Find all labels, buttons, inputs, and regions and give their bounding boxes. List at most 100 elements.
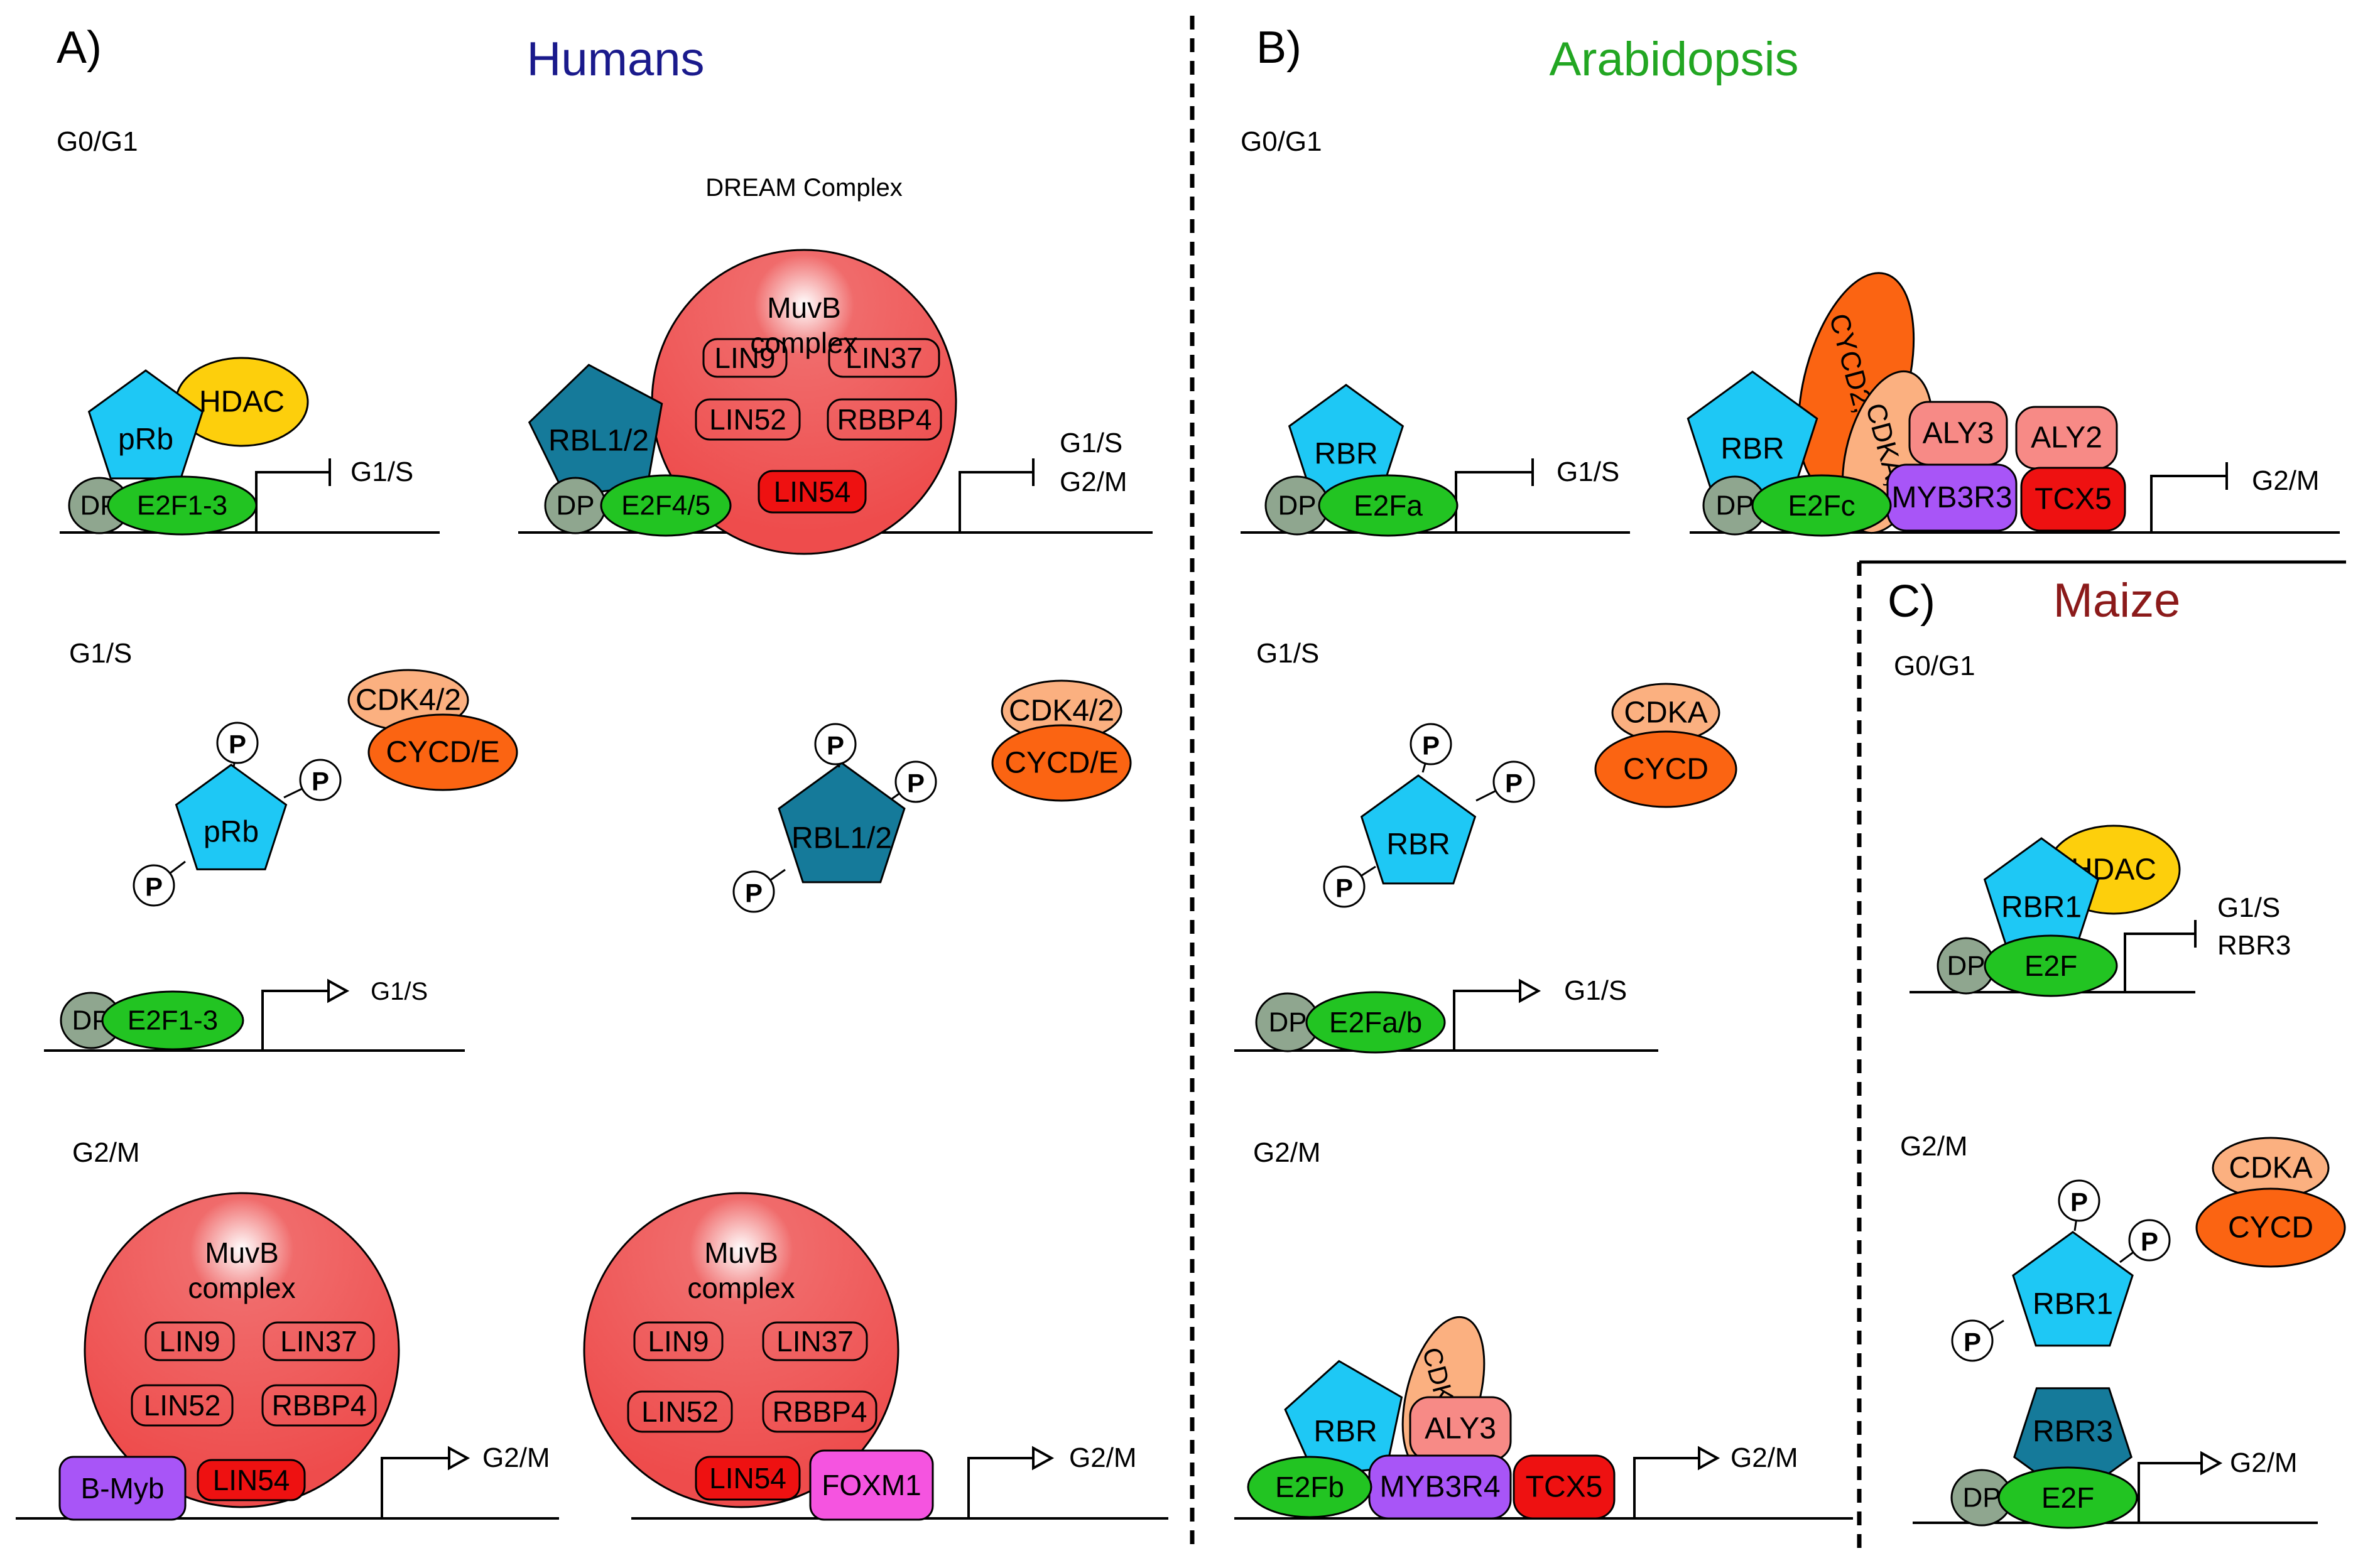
stage-label: G0/G1 (57, 126, 138, 157)
muvb-subunit: LIN52 (627, 1390, 733, 1433)
protein-label: LIN37 (776, 1325, 854, 1358)
phosphate-label: P (1964, 1327, 1981, 1357)
rbr1-protein: RBR1 (2012, 1231, 2134, 1347)
protein-label: LIN54 (774, 475, 851, 508)
protein-label: LIN54 (709, 1462, 786, 1495)
muvb-title: complex (188, 1272, 295, 1304)
cdka-protein: CDKA (1611, 683, 1720, 743)
phosphate-group: P (2058, 1179, 2100, 1231)
tcx5-protein: TCX5 (1513, 1454, 1616, 1520)
protein-label: RBBP4 (837, 403, 932, 436)
phosphate-label: P (2070, 1187, 2088, 1217)
protein-label: ALY2 (2031, 421, 2102, 455)
bmyb-protein: B-Myb (58, 1456, 187, 1521)
phosphate-group: P (1475, 760, 1535, 803)
target-label: G1/S (1060, 428, 1122, 458)
muvb-subunit: LIN37 (762, 1321, 868, 1361)
protein-label: LIN52 (641, 1395, 719, 1428)
e2f-protein: E2F1-3 (107, 475, 258, 536)
protein-label: FOXM1 (822, 1469, 921, 1501)
e2f-protein: E2F (1997, 1466, 2138, 1529)
protein-label: ALY3 (1923, 417, 1994, 450)
panel-a-title: Humans (527, 33, 705, 86)
dp-protein: DP (544, 477, 607, 534)
protein-label: LIN52 (709, 403, 786, 436)
rbr-protein: RBR (1360, 774, 1477, 885)
phosphate-label: P (2141, 1227, 2158, 1257)
phosphate-label: P (312, 767, 329, 796)
target-label: G1/S (1557, 457, 1619, 487)
muvb-subunit: LIN52 (131, 1384, 234, 1427)
protein-label: HDAC (199, 386, 285, 419)
muvb-subunit: LIN9 (633, 1321, 724, 1361)
protein-label: E2F4/5 (621, 490, 710, 521)
dp-protein: DP (1702, 475, 1768, 536)
e2f-protein: E2Fc (1751, 474, 1892, 537)
phosphate-label: P (1422, 731, 1440, 760)
dp-protein: DP (1937, 937, 1996, 995)
phosphate-group: P (1951, 1319, 2004, 1362)
e2f-protein: E2F4/5 (600, 474, 732, 537)
muvb-subunit: RBBP4 (827, 398, 942, 441)
phosphate-label: P (745, 879, 763, 908)
protein-label: CDK4/2 (1009, 695, 1114, 728)
protein-label: B-Myb (81, 1472, 165, 1505)
stage-label: G2/M (1253, 1137, 1321, 1168)
phosphate-label: P (229, 730, 246, 759)
phosphate-label: P (145, 872, 163, 902)
tcx5-protein: TCX5 (2020, 467, 2126, 532)
protein-label: DP (1278, 490, 1316, 521)
dp-protein: DP (1950, 1469, 2013, 1527)
e2f-protein: E2F (1984, 934, 2118, 997)
muvb-subunit: LIN52 (695, 398, 801, 441)
target-label: G2/M (2252, 465, 2320, 496)
phosphate-label: P (827, 731, 844, 760)
protein-label: DP (556, 490, 594, 521)
protein-label: E2F1-3 (128, 1005, 218, 1036)
protein-label: RBR (1313, 1415, 1377, 1449)
e2f-protein: E2Fb (1247, 1456, 1372, 1518)
cycd-protein: CYCD/E (367, 713, 518, 791)
protein-label: CYCD/E (1004, 747, 1118, 780)
muvb-title: complex (750, 327, 857, 359)
protein-label: DP (1947, 951, 1985, 981)
target-label: G1/S (371, 978, 428, 1005)
protein-label: CDK4/2 (356, 684, 461, 717)
aly3-protein: ALY3 (1908, 401, 2008, 466)
panel-c-letter: C) (1888, 576, 1935, 627)
target-label: G2/M (1730, 1442, 1798, 1473)
panel-a-letter: A) (57, 23, 102, 73)
protein-label: LIN9 (714, 342, 775, 374)
protein-label: ALY3 (1425, 1412, 1496, 1446)
dp-protein: DP (60, 992, 122, 1049)
prb-protein: pRb (87, 369, 204, 480)
phosphate-group: P (1323, 865, 1376, 908)
protein-label: RBR1 (2001, 891, 2082, 924)
stage-label: G2/M (1900, 1131, 1968, 1162)
promoter-marks (255, 458, 2228, 1523)
dp-protein: DP (1264, 475, 1330, 536)
prb-protein: pRb (175, 764, 288, 870)
aly2-protein: ALY2 (2015, 406, 2118, 470)
phosphate-group: P (814, 723, 857, 768)
rbr1-protein: RBR1 (1983, 837, 2100, 948)
target-label: G1/S (350, 457, 413, 487)
lin54-subunit: LIN54 (695, 1456, 801, 1501)
myb3r4-protein: MYB3R4 (1368, 1454, 1512, 1520)
panel-b-letter: B) (1256, 23, 1301, 73)
phosphate-group: P (891, 760, 937, 803)
protein-label: pRb (118, 423, 173, 457)
muvb-title: MuvB (704, 1236, 778, 1269)
protein-label: RBR (1314, 438, 1377, 471)
protein-label: MYB3R4 (1379, 1471, 1500, 1504)
protein-label: RBL1/2 (791, 822, 892, 855)
protein-label: RBR (1720, 433, 1784, 466)
protein-label: RBR1 (2033, 1288, 2113, 1321)
protein-label: TCX5 (2035, 483, 2112, 516)
foxm1-protein: FOXM1 (809, 1449, 934, 1521)
protein-label: E2F1-3 (137, 490, 227, 521)
muvb-subunit: LIN9 (144, 1321, 235, 1361)
